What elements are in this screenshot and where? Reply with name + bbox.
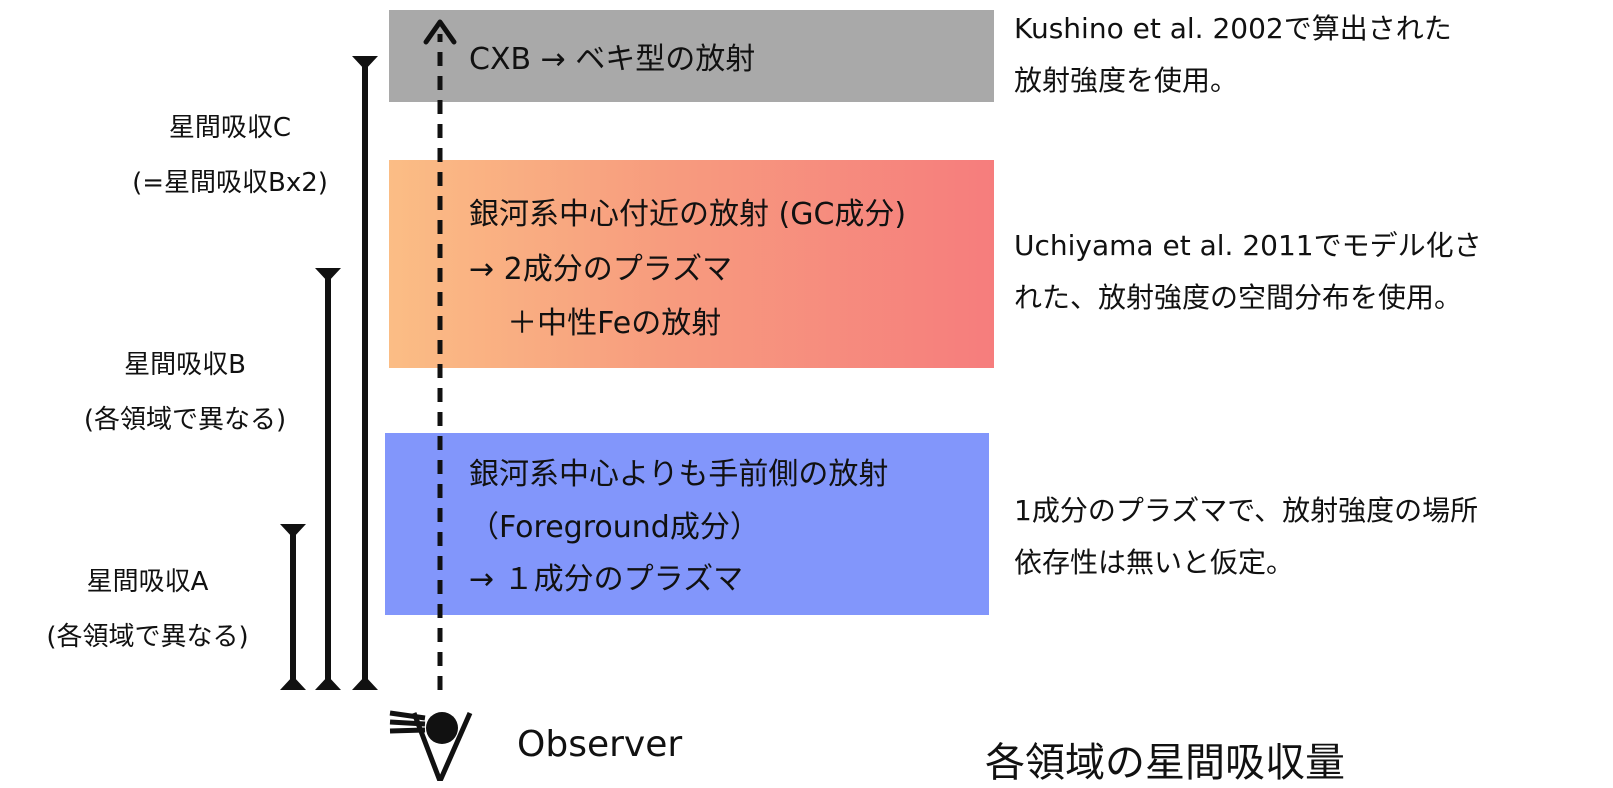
absorption-a-bar: [280, 524, 306, 690]
fg-note-line-1: 1成分のプラズマで、放射強度の場所: [1014, 494, 1479, 527]
absorption-b-sublabel: (各領域で異なる): [83, 405, 287, 435]
absorption-a-sublabel: (各領域で異なる): [46, 622, 249, 652]
observer-label: Observer: [517, 724, 683, 765]
gc-note-line-1: Uchiyama et al. 2011でモデル化さ: [1014, 229, 1482, 262]
gc-band-line-1: 銀河系中心付近の放射 (GC成分): [469, 197, 907, 232]
cxb-note-line-1: Kushino et al. 2002で算出された: [1014, 12, 1452, 45]
absorption-c-bar: [352, 56, 378, 690]
absorption-c-label: 星間吸収C: [168, 113, 292, 143]
absorption-a-label: 星間吸収A: [86, 567, 209, 597]
cxb-note-line-2: 放射強度を使用。: [1014, 64, 1239, 97]
cxb-band-text: CXB → ベキ型の放射: [469, 42, 756, 77]
footer-title: 各領域の星間吸収量: [985, 740, 1345, 786]
gc-band-line-2: → 2成分のプラズマ: [469, 252, 733, 287]
gc-note-line-2: れた、放射強度の空間分布を使用。: [1014, 281, 1463, 314]
absorption-b-bar: [315, 268, 341, 690]
observer-eye-icon: [389, 710, 473, 781]
line-of-sight-arrowhead: [423, 19, 457, 45]
fg-band-line-3: → １成分のプラズマ: [469, 562, 744, 597]
absorption-b-label: 星間吸収B: [124, 350, 246, 380]
absorption-c-sublabel: (=星間吸収Bx2): [132, 168, 328, 198]
gc-band: [389, 160, 994, 368]
fg-band-line-2: （Foreground成分）: [469, 510, 760, 545]
cxb-band: [389, 10, 994, 102]
gc-band-line-3: ＋中性Feの放射: [469, 306, 722, 341]
foreground-band: [385, 433, 989, 615]
fg-note-line-2: 依存性は無いと仮定。: [1014, 546, 1295, 579]
fg-band-line-1: 銀河系中心よりも手前側の放射: [469, 457, 889, 492]
